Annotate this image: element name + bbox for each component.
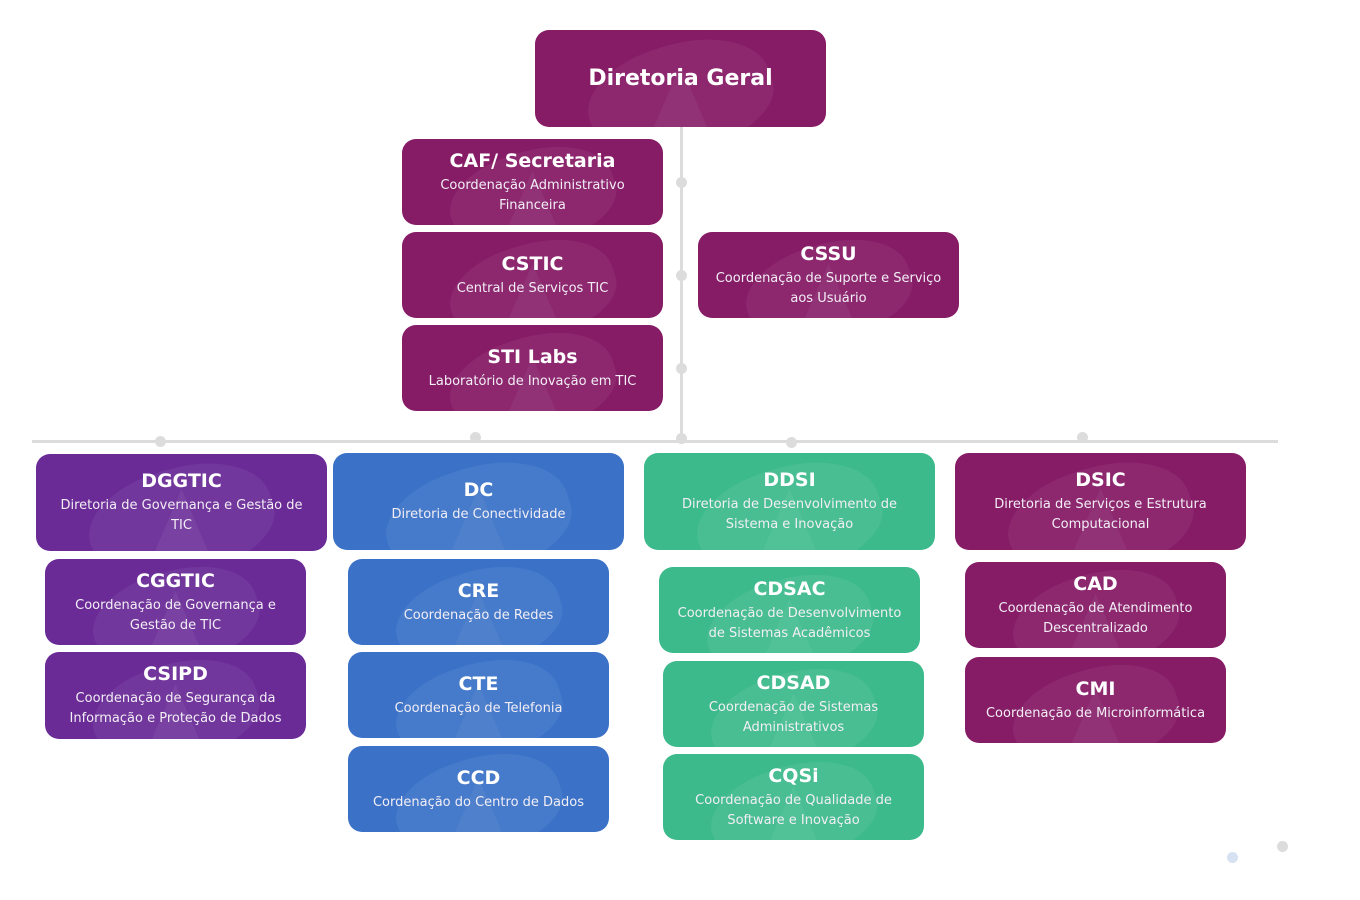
decorative-dot [1227,852,1238,863]
node-title: DDSI [763,469,816,491]
node-title: DC [463,479,494,501]
node-title: CTE [458,672,499,695]
node-title: CRE [457,579,500,602]
node-ccd: CCD Cordenação do Centro de Dados [348,746,609,832]
node-title: CGGTIC [136,569,215,592]
node-title: CQSi [768,764,819,787]
node-title: DGGTIC [141,470,222,492]
node-cre: CRE Coordenação de Redes [348,559,609,645]
node-title: CSSU [800,242,857,265]
node-title: CCD [456,766,501,789]
node-subtitle: Diretoria de Conectividade [391,507,566,522]
node-title: CAD [1073,572,1118,595]
connector-dot [676,363,687,374]
node-subtitle: Coordenação de Governança e Gestão de TI… [75,597,276,633]
node-title: CSIPD [143,663,208,685]
node-subtitle: Cordenação do Centro de Dados [372,794,585,810]
node-cte: CTE Coordenação de Telefonia [348,652,609,738]
connector-dot [786,437,797,448]
node-cad: CAD Coordenação de Atendimento Descentra… [965,562,1226,648]
node-cmi: CMI Coordenação de Microinformática [965,657,1226,743]
connector-dot [676,270,687,281]
node-cssu: CSSU Coordenação de Suporte e Serviço ao… [698,232,959,318]
node-subtitle: Central de Serviços TIC [456,280,609,296]
node-dggtic: DGGTIC Diretoria de Governança e Gestão … [36,454,327,551]
node-sti-labs: STI Labs Laboratório de Inovação em TIC [402,325,663,411]
node-dsic: DSIC Diretoria de Serviços e Estrutura C… [955,453,1246,550]
node-csipd: CSIPD Coordenação de Segurança da Inform… [45,652,306,739]
node-subtitle: Coordenação de Redes [403,607,554,623]
node-subtitle: Diretoria de Governança e Gestão de TIC [60,498,303,533]
node-title: Diretoria Geral [588,65,773,91]
node-subtitle: Diretoria de Desenvolvimento de Sistema … [681,497,898,532]
node-cggtic: CGGTIC Coordenação de Governança e Gestã… [45,559,306,645]
node-title: CDSAC [753,577,826,600]
node-subtitle: Coordenação de Atendimento Descentraliza… [998,600,1193,636]
node-title: CAF/ Secretaria [449,149,616,172]
node-diretoria-geral: Diretoria Geral [535,30,826,127]
node-title: CDSAD [756,671,831,694]
node-cdsad: CDSAD Coordenação de Sistemas Administra… [663,661,924,747]
node-subtitle: Coordenação Administrativo Financeira [440,177,625,213]
node-subtitle: Diretoria de Serviços e Estrutura Comput… [994,497,1207,532]
decorative-dot [1277,841,1288,852]
connector-dot [676,433,687,444]
node-subtitle: Coordenação de Qualidade de Software e I… [695,792,892,828]
node-subtitle: Coordenação de Telefonia [394,700,563,716]
node-subtitle: Laboratório de Inovação em TIC [428,373,637,389]
node-subtitle: Coordenação de Desenvolvimento de Sistem… [677,605,902,641]
node-title: CMI [1075,677,1116,700]
node-ddsi: DDSI Diretoria de Desenvolvimento de Sis… [644,453,935,550]
node-subtitle: Coordenação de Segurança da Informação e… [69,691,282,726]
node-subtitle: Coordenação de Microinformática [985,705,1206,721]
node-title: STI Labs [487,345,578,368]
node-title: DSIC [1075,469,1126,491]
node-dc: DC Diretoria de Conectividade [333,453,624,550]
node-cdsac: CDSAC Coordenação de Desenvolvimento de … [659,567,920,653]
vertical-connector [680,126,683,440]
connector-dot [676,177,687,188]
node-cqsi: CQSi Coordenação de Qualidade de Softwar… [663,754,924,840]
horizontal-connector [32,440,1278,443]
node-subtitle: Coordenação de Sistemas Administrativos [708,699,879,735]
node-caf-secretaria: CAF/ Secretaria Coordenação Administrati… [402,139,663,225]
connector-dot [470,432,481,443]
connector-dot [155,436,166,447]
connector-dot [1077,432,1088,443]
node-subtitle: Coordenação de Suporte e Serviço aos Usu… [715,270,942,306]
node-title: CSTIC [501,252,564,275]
node-cstic: CSTIC Central de Serviços TIC [402,232,663,318]
